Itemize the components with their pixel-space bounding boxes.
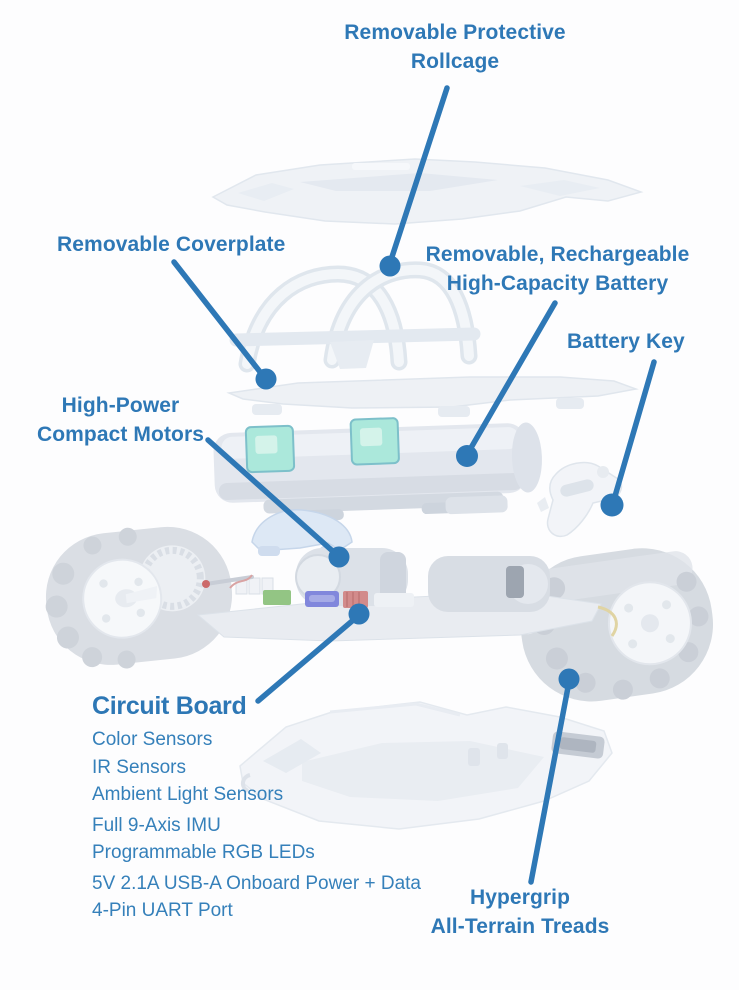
feature-rgb-leds: Programmable RGB LEDs: [92, 842, 315, 863]
leader-dot-motors: [328, 546, 350, 568]
callout-battery: Removable, Rechargeable High-Capacity Ba…: [420, 240, 695, 298]
callout-rollcage-line1: Removable Protective: [344, 21, 566, 44]
leader-dot-battery-key: [600, 493, 624, 517]
leader-line-treads: [528, 679, 572, 885]
feature-color-sensors: Color Sensors: [92, 729, 213, 750]
circuit-board-heading: Circuit Board: [92, 692, 247, 720]
circuit-board-feature-list: Color Sensors IR Sensors Ambient Light S…: [92, 726, 421, 925]
callout-battery-key: Battery Key: [567, 330, 685, 353]
leader-dot-coverplate: [255, 368, 277, 390]
part-rollcage-arch: [229, 261, 481, 373]
component-red-heatsink: [343, 591, 368, 608]
part-lower-shell: [239, 701, 613, 830]
leader-line-motors: [205, 437, 340, 558]
callout-circuit-board: Circuit Board Color Sensors IR Sensors A…: [92, 692, 421, 925]
callout-motors-line1: High-Power: [61, 394, 180, 417]
leader-dots: [255, 255, 624, 690]
feature-ambient-light-sensors: Ambient Light Sensors: [92, 784, 284, 805]
part-coverplate: [226, 376, 639, 417]
leader-dot-rollcage: [379, 255, 401, 277]
callout-motors-line2: Compact Motors: [36, 423, 205, 446]
leader-dot-circuit-board: [348, 603, 370, 625]
part-battery-key: [537, 461, 623, 538]
part-left-tread: [45, 526, 233, 669]
leader-lines: [171, 85, 657, 885]
callout-battery-line2: High-Capacity Battery: [446, 272, 669, 295]
feature-uart-port: 4-Pin UART Port: [92, 900, 233, 921]
callout-motors: High-Power Compact Motors: [30, 391, 211, 449]
leader-line-battery: [465, 300, 558, 456]
callout-rollcage: Removable Protective Rollcage: [330, 18, 580, 76]
part-battery-pack: [213, 417, 542, 522]
part-motors-circuit-board: [196, 548, 618, 642]
leader-line-rollcage: [387, 85, 450, 266]
part-rollcage-top-plate: [211, 158, 644, 225]
callout-rollcage-line2: Rollcage: [410, 50, 500, 73]
callout-treads-line2: All-Terrain Treads: [430, 915, 610, 938]
leader-line-coverplate: [171, 259, 267, 380]
callout-coverplate: Removable Coverplate: [57, 233, 286, 256]
feature-ir-sensors: IR Sensors: [92, 756, 186, 778]
leader-line-battery-key: [610, 359, 657, 506]
callout-treads-line1: Hypergrip: [469, 886, 571, 909]
leader-dot-battery: [456, 445, 478, 467]
leader-line-circuit-board: [255, 613, 361, 704]
feature-9-axis-imu: Full 9-Axis IMU: [92, 814, 221, 836]
feature-usb-power-data: 5V 2.1A USB-A Onboard Power + Data: [92, 872, 421, 894]
component-green-connector: [263, 590, 291, 605]
part-sensor-cover: [251, 509, 353, 556]
callout-treads: Hypergrip All-Terrain Treads: [425, 883, 615, 941]
callout-battery-line1: Removable, Rechargeable: [425, 243, 690, 266]
leader-dot-treads: [558, 668, 580, 690]
